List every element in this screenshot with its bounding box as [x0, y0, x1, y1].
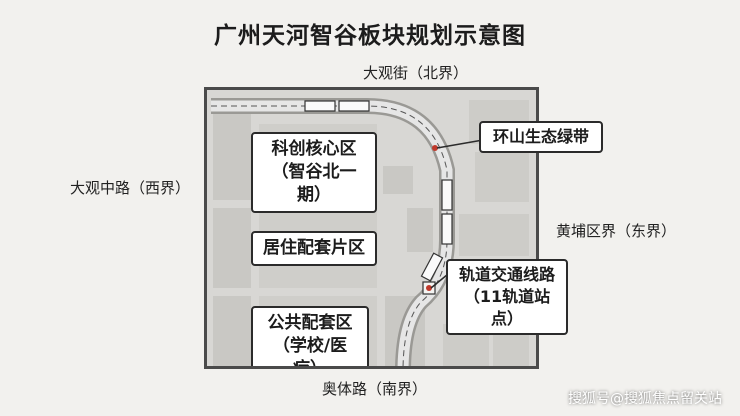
green-belt-leader	[436, 139, 484, 149]
science-zone-name: 科创核心区	[271, 139, 357, 159]
map-title: 广州天河智谷板块规划示意图	[214, 23, 526, 49]
west-block-south	[213, 296, 251, 366]
east-boundary-label: 黄埔区界（东界）	[556, 222, 677, 240]
train-car-5	[420, 252, 444, 282]
green-belt-label: 环山生态绿带	[492, 127, 589, 146]
train-car-1	[304, 100, 336, 112]
residential-zone-label: 居住配套片区	[251, 231, 377, 266]
green-belt-marker	[432, 145, 438, 151]
watermark: 搜狐号@搜狐焦点留关站	[568, 391, 722, 407]
public-zone-subname: （学校/医疗）	[272, 336, 348, 369]
train-car-4	[441, 213, 453, 245]
small-block-1	[383, 166, 413, 194]
south-boundary-label: 奥体路（南界）	[322, 380, 428, 398]
rail-station-label: （11轨道站点）	[463, 287, 551, 328]
science-zone-label: 科创核心区 （智谷北一期）	[251, 132, 377, 213]
north-boundary-label: 大观街（北界）	[363, 64, 469, 82]
public-zone-label: 公共配套区 （学校/医疗）	[251, 306, 369, 369]
west-boundary-label: 大观中路（西界）	[70, 179, 191, 197]
east-block-3	[459, 214, 529, 256]
train-car-3	[441, 179, 453, 211]
small-block-2	[407, 208, 433, 252]
residential-zone-name: 居住配套片区	[263, 238, 365, 258]
science-zone-subname: （智谷北一期）	[271, 162, 357, 205]
public-zone-name: 公共配套区	[267, 313, 353, 333]
rail-label: 轨道交通线路	[458, 265, 555, 284]
green-belt-callout: 环山生态绿带	[479, 121, 603, 153]
west-block-north	[213, 104, 251, 200]
rail-station-marker	[426, 285, 432, 291]
rail-callout: 轨道交通线路 （11轨道站点）	[446, 259, 568, 335]
train-car-2	[338, 100, 370, 112]
rail-track	[211, 105, 448, 366]
west-block-middle	[213, 208, 251, 288]
east-block-2	[475, 152, 529, 202]
